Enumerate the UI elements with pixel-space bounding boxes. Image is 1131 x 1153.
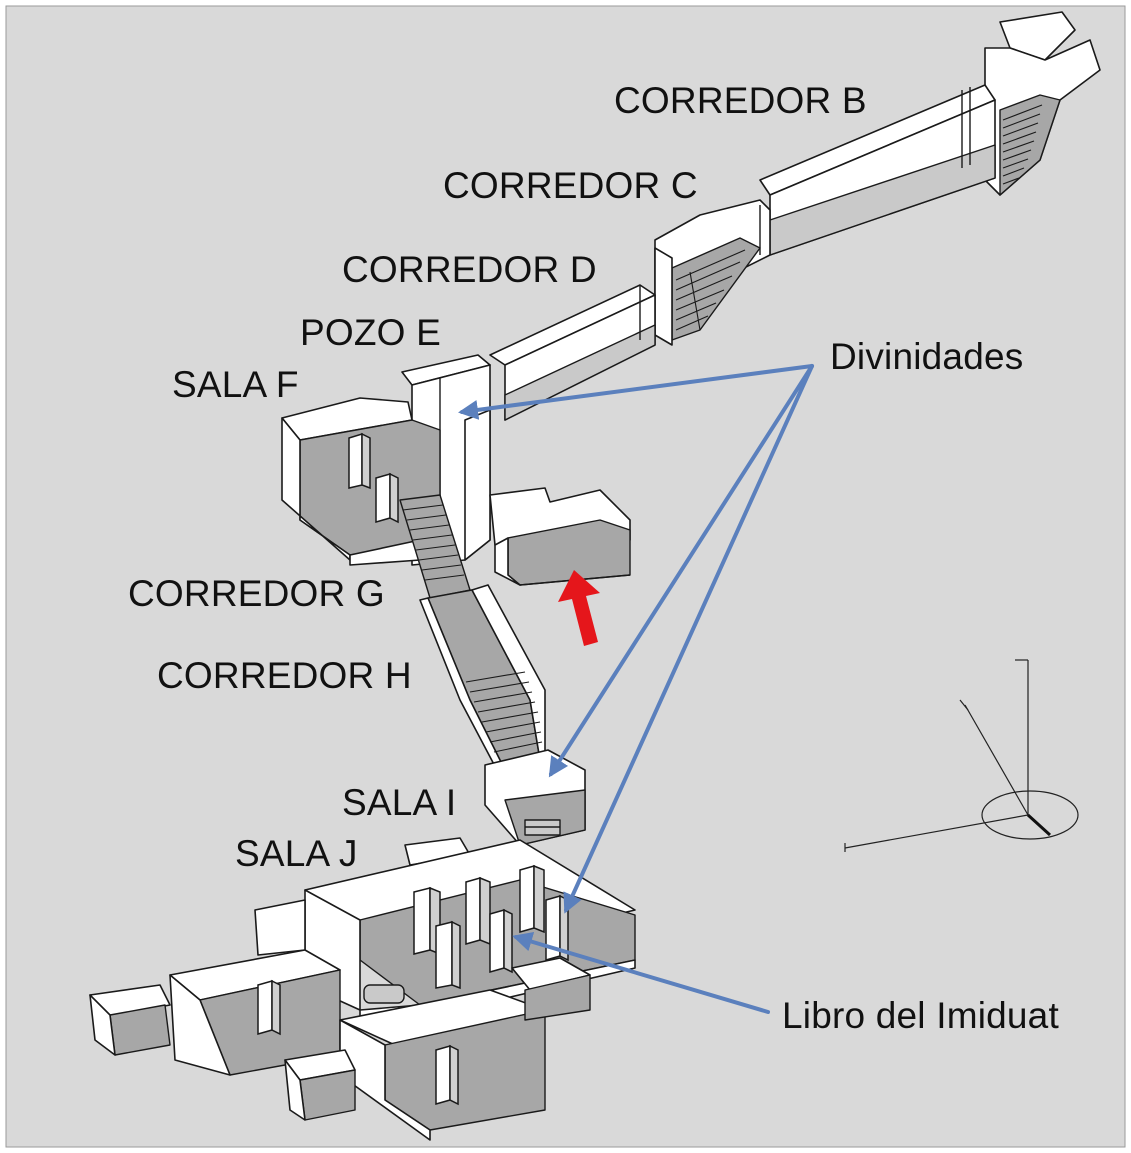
label-pozo-e: POZO E <box>300 312 441 353</box>
red-arrow-icon <box>558 570 600 646</box>
axis-scale-icon <box>844 659 1079 852</box>
corridor-g-h-shape <box>419 584 546 773</box>
corridor-b-shape <box>759 11 1101 256</box>
label-divinidades: Divinidades <box>830 336 1023 377</box>
label-corredor-g: CORREDOR G <box>128 573 385 614</box>
corridor-c-shape <box>654 199 771 346</box>
arrow-to-pozo-e <box>458 364 814 420</box>
divinidades-arrows <box>458 364 814 914</box>
label-sala-i: SALA I <box>342 782 456 823</box>
corridor-d-shape <box>489 284 656 421</box>
label-corredor-b: CORREDOR B <box>614 80 867 121</box>
label-sala-j: SALA J <box>235 833 358 874</box>
label-libro-del-imiduat: Libro del Imiduat <box>782 995 1059 1036</box>
arrow-to-sala-j <box>563 364 814 914</box>
label-corredor-c: CORREDOR C <box>443 165 698 206</box>
sala-f-shape <box>281 397 631 599</box>
label-corredor-d: CORREDOR D <box>342 249 597 290</box>
libro-arrow <box>512 931 770 1014</box>
sala-j-shape <box>89 837 636 1141</box>
label-sala-f: SALA F <box>172 364 299 405</box>
label-corredor-h: CORREDOR H <box>157 655 412 696</box>
arrow-to-sala-i <box>548 364 814 778</box>
